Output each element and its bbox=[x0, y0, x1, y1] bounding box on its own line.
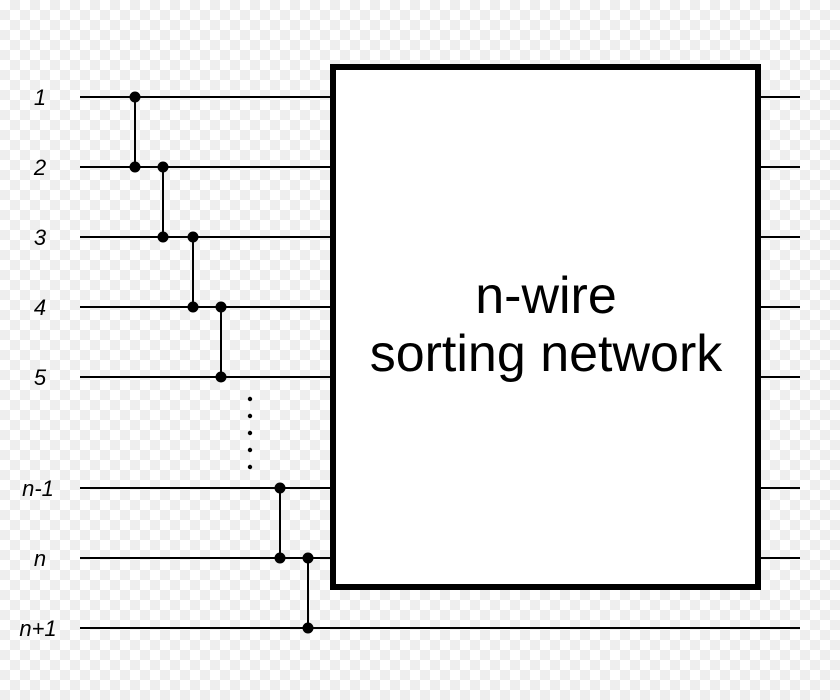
wire-label-1: 1 bbox=[34, 85, 46, 110]
wire-labels: 1 2 3 4 5 n-1 n n+1 bbox=[19, 85, 56, 641]
wire-label-2: 2 bbox=[33, 155, 46, 180]
comparator-1-2 bbox=[129, 91, 141, 173]
comparator-2-3 bbox=[157, 161, 169, 243]
sorting-network-box bbox=[330, 64, 761, 590]
wire-label-n-plus-1: n+1 bbox=[19, 616, 56, 641]
box-title-line1: n-wire bbox=[475, 267, 617, 325]
ellipsis-dots bbox=[247, 396, 253, 470]
wire-label-3: 3 bbox=[34, 225, 47, 250]
comparator-n-1-n bbox=[274, 482, 286, 564]
wire-label-n-1: n-1 bbox=[22, 476, 54, 501]
comparators bbox=[129, 91, 314, 634]
wire-label-4: 4 bbox=[34, 295, 46, 320]
comparator-4-5 bbox=[215, 301, 227, 383]
wire-label-n: n bbox=[34, 546, 46, 571]
box-title-line2: sorting network bbox=[370, 325, 724, 383]
comparator-n-n-plus-1 bbox=[302, 552, 314, 634]
wire-label-5: 5 bbox=[34, 365, 47, 390]
comparator-3-4 bbox=[187, 231, 199, 313]
